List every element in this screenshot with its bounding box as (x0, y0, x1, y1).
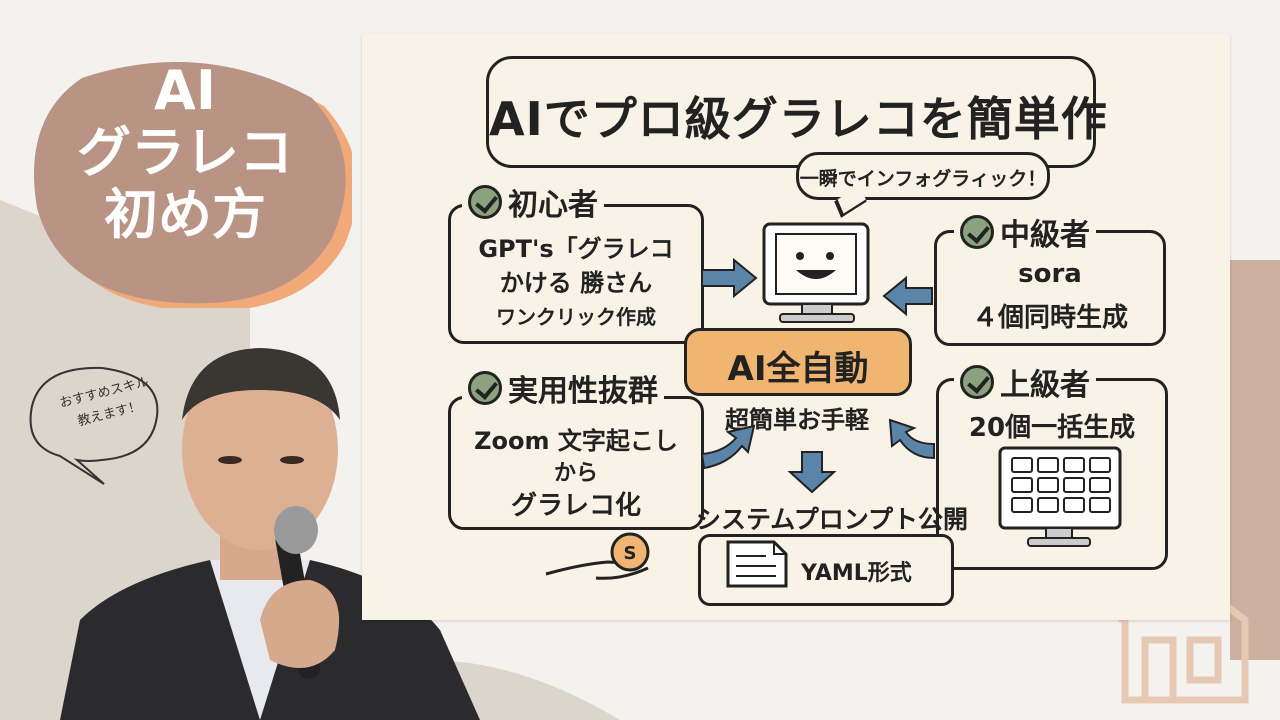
intermediate-line: sora (1018, 259, 1082, 289)
badge-title-line: AI (154, 59, 216, 122)
center-pill: AI全自動 (684, 328, 912, 396)
badge-title-line: 初め方 (104, 183, 266, 246)
coin-symbol: S (624, 543, 637, 564)
system-prompt-label: システムプロンプト公開 (696, 505, 969, 534)
badge-title-line: グラレコ (77, 121, 293, 184)
practical-line: グラレコ化 (510, 491, 641, 521)
document-icon (726, 540, 788, 588)
advanced-line: 20個一括生成 (968, 413, 1136, 443)
practical-title-text: 実用性抜群 (508, 374, 658, 409)
infographic-card: AIでプロ級グラレコを簡単作 一瞬でインフォグラィック！ GPT's「グラレコ … (362, 34, 1230, 620)
beginner-line: GPT's「グラレコ (478, 235, 674, 263)
intermediate-line: ４個同時生成 (971, 303, 1128, 333)
main-title-box: AIでプロ級グラレコを簡単作 (486, 56, 1108, 168)
title-badge (22, 48, 352, 308)
check-icon (960, 365, 994, 399)
badge-title: AI グラレコ 初め方 (70, 60, 300, 246)
yaml-label: YAML形式 (801, 561, 912, 586)
advanced-title-text: 上級者 (1000, 368, 1090, 403)
center-pill-text: AI全自動 (727, 349, 869, 389)
check-icon (960, 215, 994, 249)
arrow-icon (700, 257, 935, 494)
monitor-face-icon (762, 222, 870, 323)
coin-icon: S (610, 532, 650, 572)
check-icon (468, 185, 502, 219)
check-icon (468, 371, 502, 405)
practical-title: 実用性抜群 (462, 366, 664, 410)
beginner-title: 初心者 (462, 180, 604, 224)
practical-line: から (553, 461, 598, 486)
practical-line: Zoom 文字起こし (474, 427, 678, 455)
subtitle-bubble: 一瞬でインフォグラィック！ (796, 152, 1050, 200)
beginner-title-text: 初心者 (508, 188, 598, 223)
intermediate-title: 中級者 (954, 210, 1096, 254)
main-title: AIでプロ級グラレコを簡単作 (489, 92, 1108, 146)
speech-bubble (29, 366, 159, 485)
beginner-line: かける 勝さん (499, 269, 653, 297)
intermediate-title-text: 中級者 (1000, 218, 1090, 253)
grid-monitor-icon (998, 446, 1122, 547)
practical-box: Zoom 文字起こし から グラレコ化 (448, 396, 704, 530)
beginner-line: ワンクリック作成 (496, 305, 656, 329)
badge-blob (34, 62, 352, 308)
advanced-title: 上級者 (954, 360, 1096, 404)
card-icons: S (545, 222, 1122, 588)
subtitle: 一瞬でインフォグラィック！ (799, 168, 1047, 190)
